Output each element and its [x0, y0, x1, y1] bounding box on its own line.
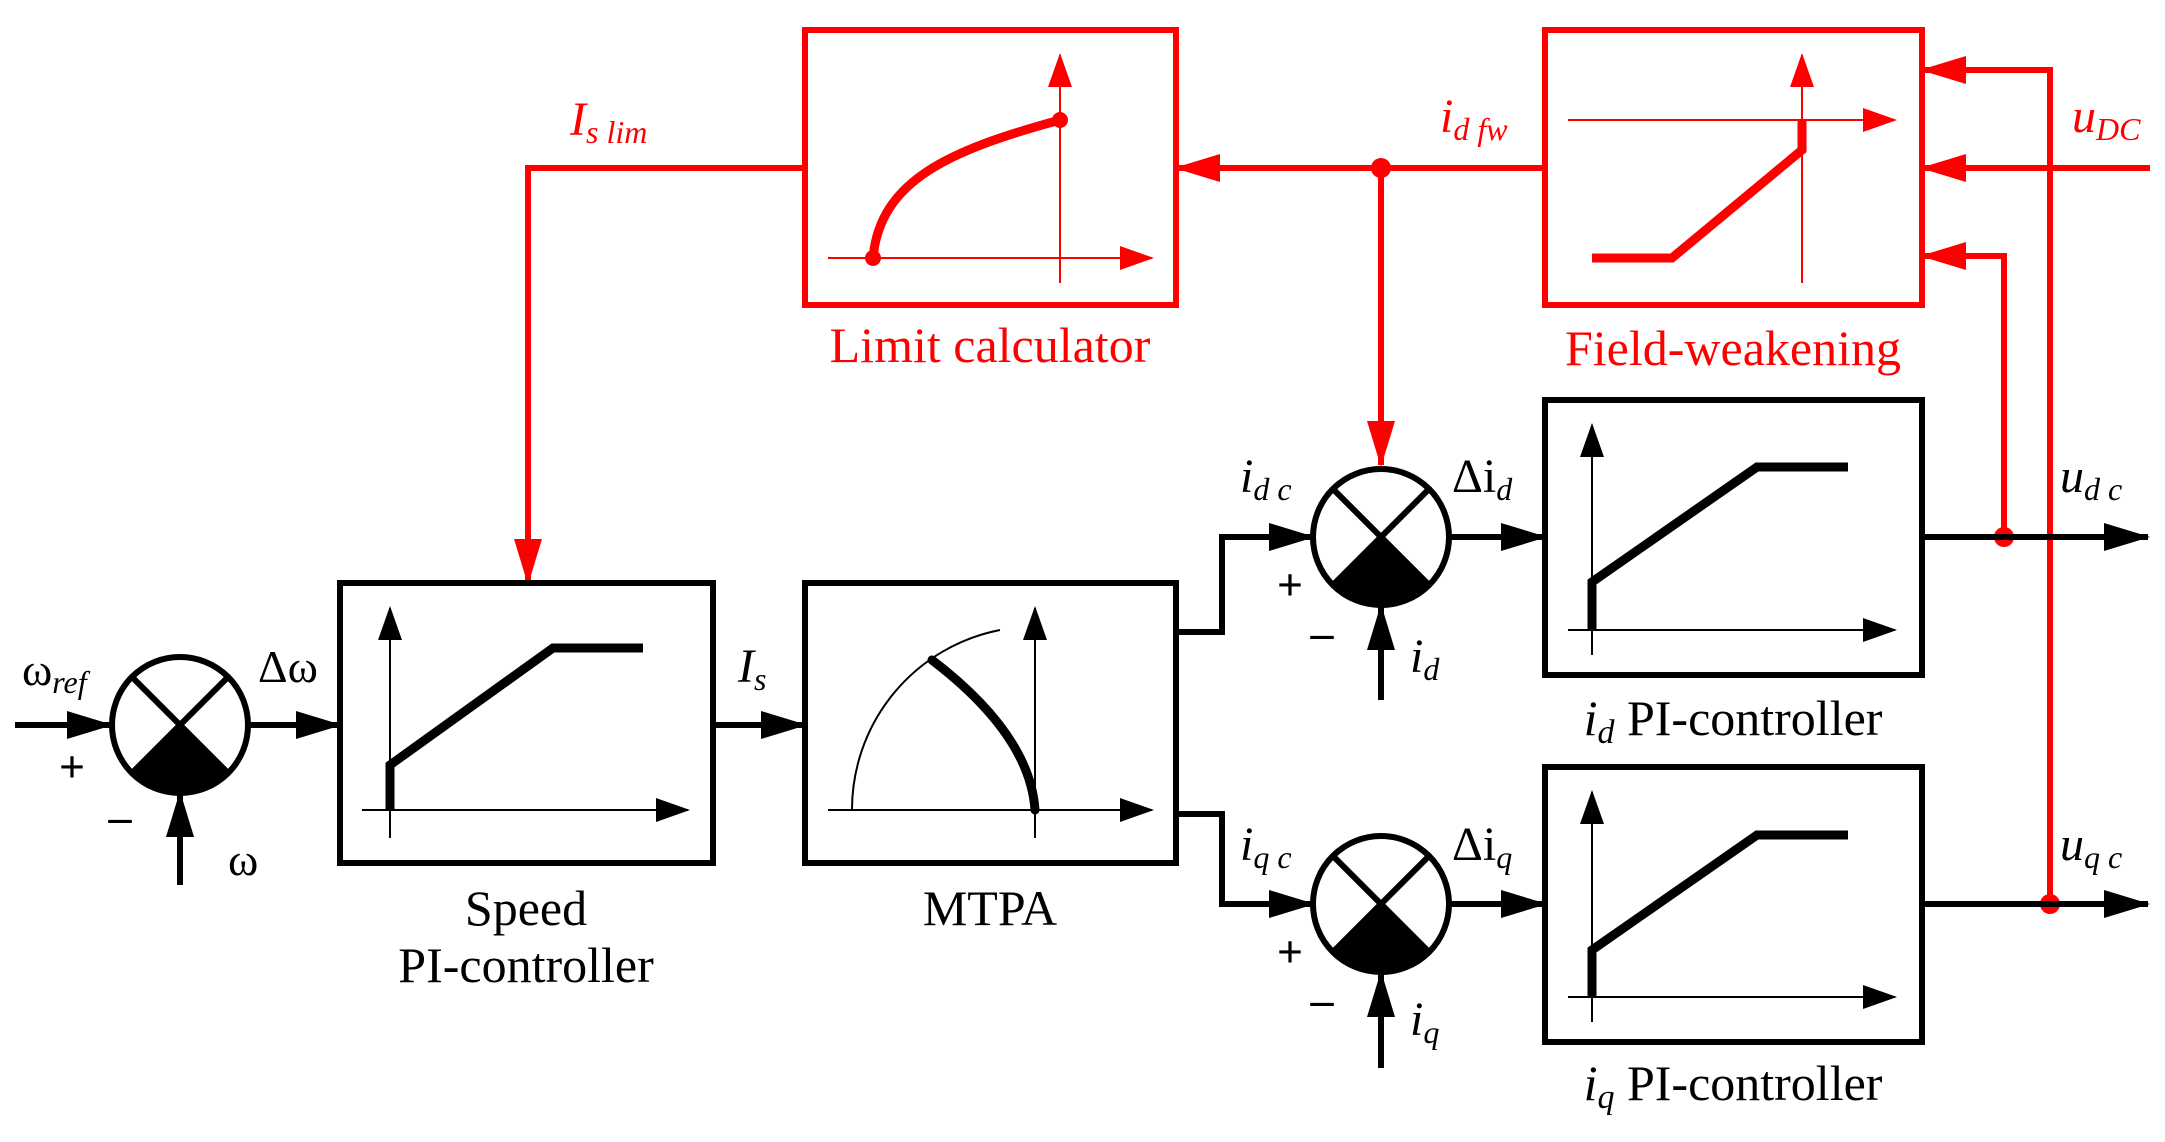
iq-pi-label: iq PI-controller: [1584, 1055, 1883, 1116]
iq-pi-block: [1542, 764, 1925, 1045]
label-is: Is: [737, 640, 766, 697]
label-delta-omega: Δω: [258, 641, 318, 692]
summing-junction-iq: [1310, 833, 1452, 975]
red-signal-paths: [514, 56, 2150, 904]
limit-calculator-label: Limit calculator: [830, 317, 1151, 373]
sign-plus-id: +: [1277, 559, 1303, 610]
sign-plus-speed: +: [59, 741, 85, 792]
sign-minus-id: –: [1310, 607, 1335, 658]
black-signal-paths: [15, 523, 2150, 1068]
speed-pi-label-line2: PI-controller: [398, 937, 654, 993]
label-delta-id: Δid: [1452, 450, 1513, 507]
iqc-line: [1176, 811, 1315, 918]
mtpa-label: MTPA: [923, 880, 1057, 936]
idc-line: [1176, 523, 1315, 635]
limit-curve: [868, 115, 1065, 263]
label-omega: ω: [228, 834, 258, 885]
islim-line: [514, 165, 805, 585]
speed-pi-curve: [385, 643, 643, 810]
id-pi-curve: [1587, 462, 1848, 630]
label-uqc-out: uq c: [2060, 818, 2122, 875]
sign-minus-speed: –: [108, 791, 133, 842]
label-id: id: [1410, 630, 1440, 687]
label-udc-in: uDC: [2072, 90, 2141, 147]
label-omega-ref: ωref: [22, 644, 91, 700]
field-weakening-block: [1542, 27, 1925, 308]
label-is-lim: Is lim: [569, 93, 647, 150]
mtpa-arc-thin: [850, 629, 1001, 811]
mtpa-block: [802, 580, 1179, 866]
id-pi-block: [1542, 397, 1925, 678]
iq-pi-curve: [1587, 830, 1848, 997]
udc-feedback-line: [1920, 242, 2007, 537]
uqc-feedback-line: [1920, 56, 2053, 904]
label-iqc: iq c: [1240, 818, 1292, 875]
label-id-fw: id fw: [1440, 90, 1508, 147]
summing-junction-id: [1310, 466, 1452, 608]
limit-calculator-block: [802, 27, 1179, 308]
sign-minus-iq: –: [1310, 974, 1335, 1025]
junction-dot-idfw: [1371, 158, 1391, 178]
label-udc-out: ud c: [2060, 450, 2122, 507]
summing-junction-speed: [109, 654, 251, 796]
label-iq: iq: [1410, 993, 1439, 1050]
fw-curve: [1592, 120, 1807, 263]
sign-plus-iq: +: [1277, 926, 1303, 977]
id-pi-label: id PI-controller: [1584, 690, 1883, 751]
speed-pi-block: [337, 580, 716, 866]
label-idc: id c: [1240, 450, 1292, 507]
mtpa-curve: [927, 655, 1040, 815]
label-delta-iq: Δiq: [1452, 818, 1512, 875]
field-weakening-label: Field-weakening: [1565, 320, 1901, 376]
speed-pi-label-line1: Speed: [465, 880, 587, 936]
